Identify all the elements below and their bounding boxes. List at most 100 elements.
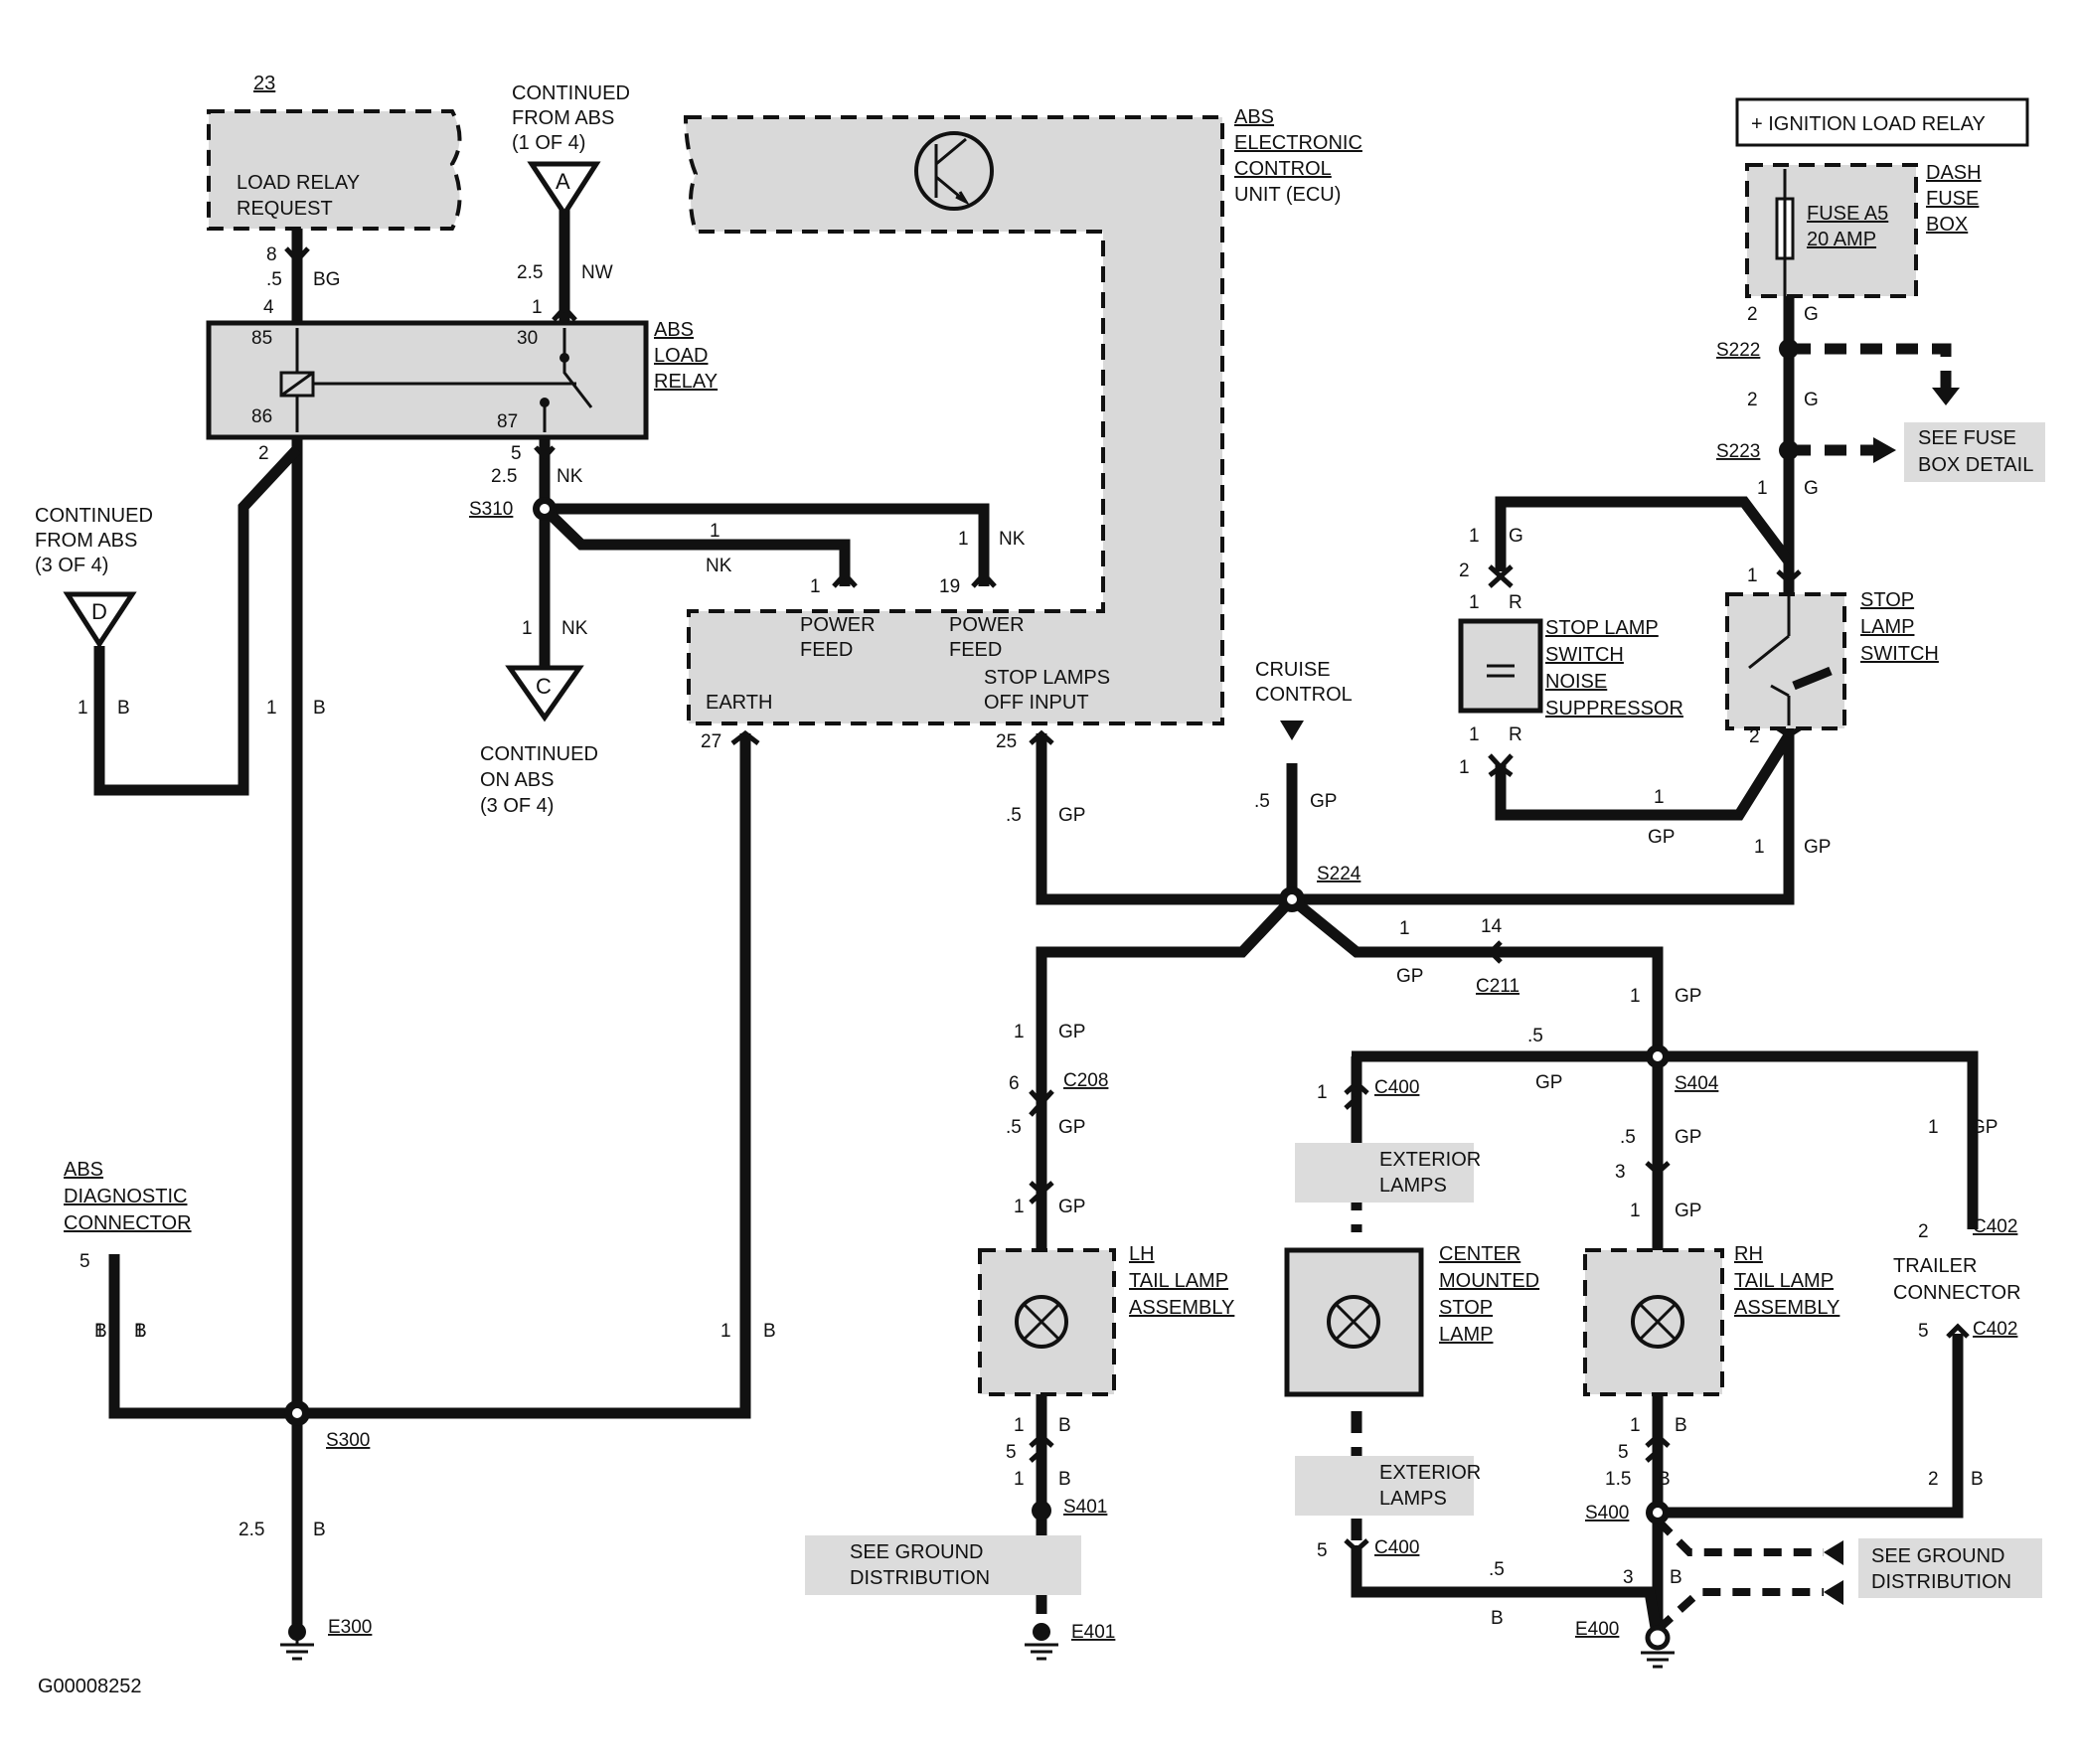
svg-text:UNIT (ECU): UNIT (ECU) [1234, 184, 1341, 206]
svg-text:5: 5 [1618, 1442, 1629, 1463]
svg-text:GP: GP [1058, 805, 1085, 826]
exterior-lamps-note-2 [1295, 1456, 1474, 1516]
svg-text:ELECTRONIC: ELECTRONIC [1234, 132, 1362, 154]
svg-text:NK: NK [557, 466, 583, 487]
svg-text:1.5: 1.5 [1605, 1469, 1631, 1490]
svg-text:NOISE: NOISE [1545, 671, 1607, 693]
svg-text:STOP: STOP [1439, 1297, 1493, 1319]
svg-text:B: B [313, 1520, 326, 1540]
svg-text:GP: GP [1804, 837, 1831, 858]
svg-text:B: B [134, 1321, 147, 1342]
svg-text:5: 5 [1317, 1540, 1328, 1561]
svg-text:B: B [94, 1321, 107, 1342]
svg-text:5: 5 [511, 443, 522, 464]
see-fuse-box-note [1904, 422, 2045, 482]
svg-text:B: B [117, 698, 130, 719]
triangle-connector-icons [63, 161, 1304, 740]
svg-text:GP: GP [1535, 1072, 1562, 1093]
svg-text:20 AMP: 20 AMP [1807, 229, 1876, 250]
svg-text:1: 1 [1317, 1082, 1328, 1103]
svg-text:ASSEMBLY: ASSEMBLY [1129, 1297, 1234, 1319]
svg-text:.5: .5 [1006, 805, 1022, 826]
svg-text:B: B [313, 698, 326, 719]
svg-text:2: 2 [1747, 304, 1758, 325]
svg-text:5: 5 [1006, 1442, 1017, 1463]
svg-text:LAMP: LAMP [1860, 616, 1914, 638]
load-relay-request-l2: REQUEST [237, 198, 333, 220]
svg-text:1: 1 [1014, 1197, 1025, 1217]
connector-chevrons [284, 246, 1970, 1554]
connector-a-label: A [556, 169, 570, 194]
lamp-icon [1327, 1295, 1380, 1349]
svg-text:B: B [1058, 1415, 1071, 1436]
svg-text:1: 1 [810, 576, 821, 597]
svg-text:1: 1 [1014, 1022, 1025, 1042]
svg-text:CONTINUED: CONTINUED [512, 82, 630, 104]
svg-text:DASH: DASH [1926, 162, 1982, 184]
lamp-icon [1015, 1295, 1068, 1349]
rh-tail-lamp-box [1583, 1248, 1724, 1396]
svg-text:1: 1 [1754, 837, 1765, 858]
svg-text:19: 19 [939, 576, 960, 597]
svg-text:1: 1 [1928, 1117, 1939, 1138]
text-labels: 23 LOAD RELAY REQUEST CONTINUED FROM ABS… [35, 73, 2033, 1697]
svg-text:STOP: STOP [1860, 589, 1914, 611]
switch-icon [1748, 596, 1791, 725]
svg-text:RH: RH [1734, 1243, 1763, 1265]
svg-text:B: B [1658, 1469, 1671, 1490]
svg-text:25: 25 [996, 731, 1017, 752]
svg-text:STOP LAMP: STOP LAMP [1545, 617, 1659, 639]
svg-text:GP: GP [1971, 1117, 1998, 1138]
svg-text:1: 1 [522, 618, 533, 639]
svg-text:1: 1 [1399, 918, 1410, 939]
svg-text:1: 1 [1757, 478, 1768, 499]
figure-id: G00008252 [38, 1676, 142, 1697]
load-relay-request-box [207, 109, 462, 231]
svg-text:FEED: FEED [949, 639, 1002, 661]
svg-text:1: 1 [1469, 592, 1480, 613]
svg-text:3: 3 [1623, 1567, 1634, 1588]
svg-text:1: 1 [1630, 986, 1641, 1007]
svg-text:S404: S404 [1675, 1073, 1719, 1094]
svg-text:FROM ABS: FROM ABS [35, 530, 137, 552]
svg-text:C400: C400 [1374, 1537, 1419, 1558]
svg-text:CONTROL: CONTROL [1255, 684, 1353, 706]
svg-text:EXTERIOR: EXTERIOR [1379, 1462, 1481, 1484]
lamp-icon [1631, 1295, 1684, 1349]
svg-text:CONTROL: CONTROL [1234, 158, 1332, 180]
svg-text:2: 2 [1918, 1221, 1929, 1242]
svg-text:B: B [1491, 1608, 1504, 1629]
svg-text:86: 86 [251, 406, 272, 427]
svg-text:2: 2 [258, 443, 269, 464]
exterior-lamps-note-1 [1295, 1143, 1474, 1203]
svg-text:ABS: ABS [64, 1159, 103, 1181]
svg-text:1: 1 [1469, 724, 1480, 745]
svg-text:TRAILER: TRAILER [1893, 1255, 1977, 1277]
svg-text:1: 1 [1654, 787, 1665, 808]
svg-text:1: 1 [1014, 1469, 1025, 1490]
arrow-icon [1873, 437, 1896, 463]
svg-text:5: 5 [1918, 1321, 1929, 1342]
connector-d-label: D [91, 599, 107, 624]
svg-text:ON ABS: ON ABS [480, 769, 554, 791]
svg-text:S310: S310 [469, 499, 513, 520]
svg-text:DISTRIBUTION: DISTRIBUTION [850, 1567, 990, 1589]
see-ground-note-1 [805, 1535, 1081, 1595]
svg-text:30: 30 [517, 328, 538, 349]
svg-text:2.5: 2.5 [517, 262, 543, 283]
svg-text:GP: GP [1396, 966, 1423, 987]
abs-ecu-outline [683, 115, 1224, 725]
svg-text:(3 OF 4): (3 OF 4) [35, 555, 108, 576]
svg-text:S223: S223 [1716, 441, 1760, 462]
svg-text:1: 1 [958, 529, 969, 550]
svg-text:2.5: 2.5 [491, 466, 517, 487]
svg-text:S401: S401 [1063, 1497, 1107, 1518]
svg-text:GP: GP [1675, 1127, 1701, 1148]
svg-text:G: G [1804, 390, 1819, 410]
svg-text:.5: .5 [1254, 791, 1270, 812]
svg-text:.5: .5 [1527, 1026, 1543, 1046]
svg-text:TAIL LAMP: TAIL LAMP [1129, 1270, 1228, 1292]
svg-text:GP: GP [1058, 1022, 1085, 1042]
svg-text:LOAD: LOAD [654, 345, 708, 367]
